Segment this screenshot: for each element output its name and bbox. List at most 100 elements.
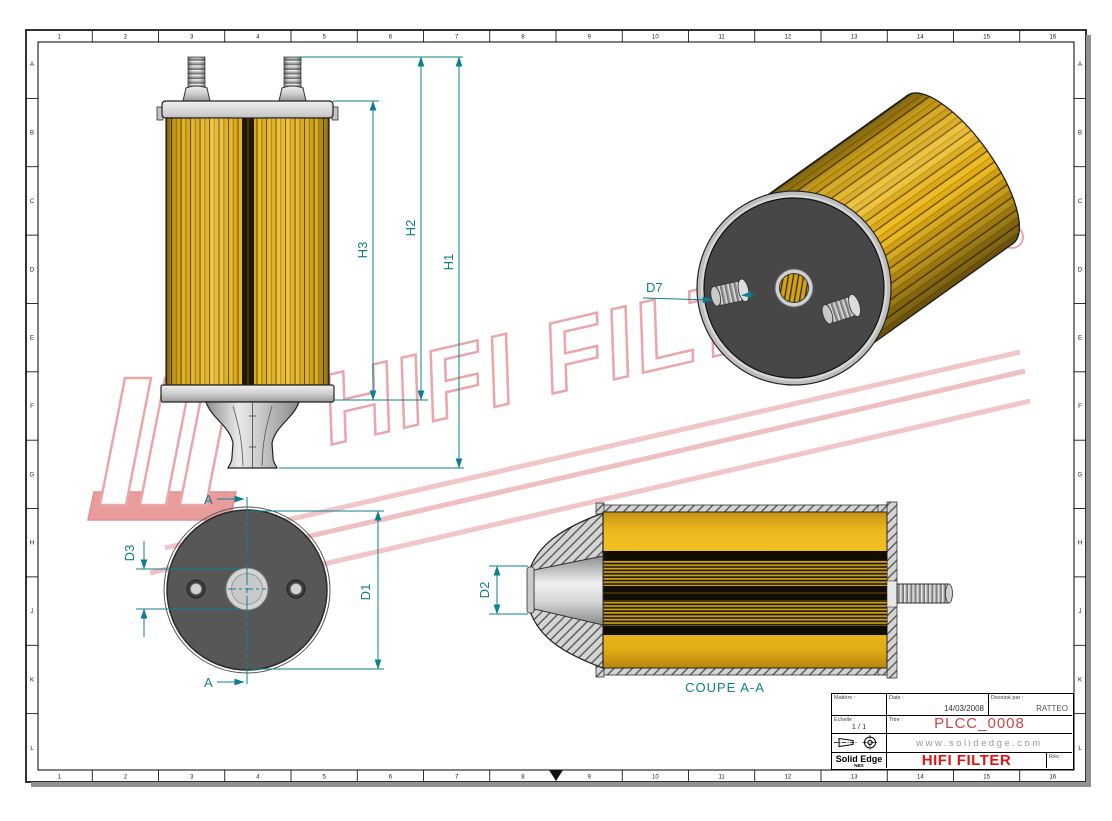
zone-label: 8 [521, 35, 525, 41]
zone-label: D [1078, 267, 1083, 273]
zone-label: 2 [124, 35, 128, 41]
drawn-by-label: Dessiné par : [991, 695, 1024, 701]
zone-label: L [1078, 746, 1082, 752]
zone-label: H [1078, 541, 1082, 547]
drawing-title-cell: Titre : PLCC_0008 [887, 715, 1072, 734]
zone-label: 12 [785, 775, 792, 781]
zone-label: A [30, 62, 34, 68]
thread-stud [896, 583, 950, 604]
zone-label: K [30, 677, 34, 683]
website-cell: www.solidedge.com [887, 734, 1072, 753]
dim-label-h2: H2 [403, 220, 418, 237]
dim-label-d2: D2 [477, 582, 492, 599]
zone-label: 9 [587, 35, 591, 41]
zone-label: F [1078, 404, 1082, 410]
company-name: HIFI FILTER [921, 752, 1012, 769]
dim-label-h1: H1 [441, 254, 456, 271]
zone-label: D [30, 267, 35, 273]
zone-label: 4 [256, 775, 260, 781]
sheet-shadow-bottom [31, 782, 1091, 787]
zone-label: 1 [57, 35, 61, 41]
first-angle-projection-icon [834, 735, 878, 750]
drawn-by-cell: Dessiné par : RATTEO [989, 694, 1072, 716]
zone-label: 14 [917, 775, 924, 781]
zone-label: 6 [389, 775, 393, 781]
zone-label: C [1078, 199, 1083, 205]
dim-label-d3: D3 [122, 545, 137, 562]
zone-label: G [1078, 472, 1083, 478]
date-cell: Date : 14/03/2008 [887, 694, 989, 716]
website-text: www.solidedge.com [916, 738, 1043, 749]
zone-label: 11 [719, 775, 726, 781]
zone-label: 12 [785, 35, 792, 41]
zone-label: B [30, 131, 34, 137]
zone-label: C [30, 199, 35, 205]
material-label: Matière : [834, 695, 856, 701]
bottom-end-cap [160, 384, 335, 403]
material-cell: Matière : [832, 694, 887, 716]
zone-label: 11 [719, 35, 726, 41]
zone-label: 16 [1050, 35, 1057, 41]
software-cell: Solid Edge NBS [832, 753, 887, 768]
iso-stud-right [821, 294, 861, 325]
dim-label-d1: D1 [358, 584, 373, 601]
sheet-shadow-right [1086, 35, 1091, 787]
zone-label: 6 [389, 35, 393, 41]
zone-label: 4 [256, 35, 260, 41]
zone-label: 3 [190, 775, 194, 781]
company-cell: HIFI FILTER [887, 752, 1047, 769]
zone-label: 15 [983, 35, 990, 41]
projection-symbol-cell [832, 734, 887, 753]
zone-label: K [1078, 677, 1082, 683]
iso-view [696, 92, 1020, 386]
zone-label: E [30, 336, 34, 342]
dim-label-h3: H3 [355, 242, 370, 259]
software-sub: NBS [854, 763, 864, 768]
zone-label: B [1078, 131, 1082, 137]
dim-label-d7: D7 [646, 280, 663, 295]
zone-label: 10 [652, 35, 659, 41]
section-view [526, 501, 953, 679]
stud-hole-left [190, 583, 202, 595]
zone-label: 2 [124, 775, 128, 781]
section-label-a-top: A [204, 492, 213, 507]
zone-label: 9 [587, 775, 591, 781]
revision-label: Rév : [1049, 754, 1062, 760]
zone-label: E [1078, 336, 1082, 342]
zone-label: 5 [322, 35, 326, 41]
zone-label: A [1078, 62, 1082, 68]
revision-cell: Rév : [1047, 753, 1072, 768]
zone-label: J [31, 609, 34, 615]
stud-hole-right [290, 583, 302, 595]
zone-label: 3 [190, 35, 194, 41]
zone-label: L [30, 746, 34, 752]
title-block: Matière : Date : 14/03/2008 Dessiné par … [831, 693, 1074, 770]
software-name: Solid Edge [835, 754, 883, 764]
stud-collar [182, 85, 211, 102]
zone-label: H [30, 541, 34, 547]
date-value: 14/03/2008 [943, 704, 984, 713]
stud-collar [278, 85, 307, 102]
zone-label: 16 [1050, 775, 1057, 781]
zone-label: G [30, 472, 35, 478]
scale-cell: Echelle : 1 / 1 [832, 716, 887, 734]
date-label: Date : [889, 695, 904, 701]
title-label: Titre : [889, 717, 903, 723]
zone-label: 5 [322, 775, 326, 781]
center-mark [549, 770, 563, 781]
zone-label: J [1079, 609, 1082, 615]
center-hole [779, 273, 809, 303]
zone-label: 15 [983, 775, 990, 781]
section-label-a-bottom: A [204, 675, 213, 690]
zone-label: 10 [652, 775, 659, 781]
dimensions: H3 H2 H1 D7 D3 A A D1 D2 COUPE A-A [122, 56, 765, 695]
drawn-by-value: RATTEO [1036, 704, 1068, 713]
front-view [156, 56, 339, 469]
scale-value: 1 / 1 [851, 722, 867, 731]
zone-label: 8 [521, 775, 525, 781]
zone-label: 1 [57, 775, 61, 781]
zone-label: 14 [917, 35, 924, 41]
zone-strips: 1122334455667788991010111112121313141415… [26, 30, 1086, 782]
section-title: COUPE A-A [685, 680, 765, 695]
